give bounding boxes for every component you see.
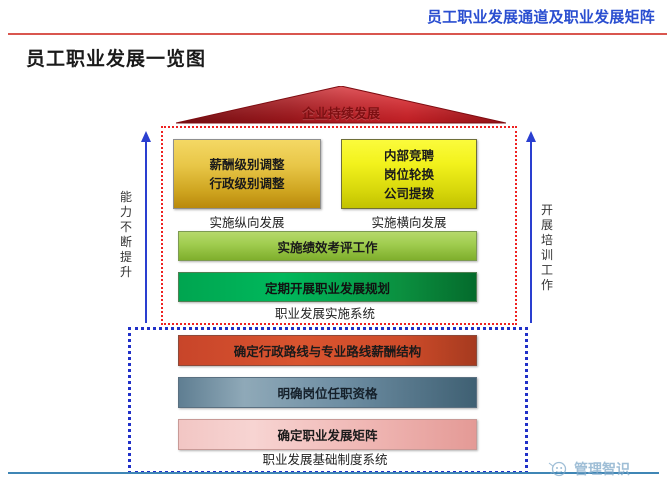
header-divider — [8, 33, 667, 35]
career-matrix-bar: 确定职业发展矩阵 — [178, 419, 477, 450]
implementation-system-label: 职业发展实施系统 — [274, 306, 375, 321]
implementation-system-container — [161, 126, 517, 325]
horizontal-development-line-1: 内部竞聘 — [383, 147, 434, 163]
right-axis-label: 开 展 培 训 工 作 — [539, 203, 555, 293]
right-axis-char-4: 工 — [540, 263, 553, 277]
left-axis-char-2: 不 — [119, 220, 132, 234]
watermark: 管理智识 — [548, 456, 660, 482]
foundation-system-label: 职业发展基础制度系统 — [262, 452, 388, 467]
roof-label: 企业持续发展 — [301, 107, 380, 122]
right-axis-char-5: 作 — [540, 278, 553, 292]
left-axis-label: 能 力 不 断 提 升 — [118, 190, 134, 280]
training-arrow-icon — [524, 131, 538, 323]
left-axis-char-0: 能 — [119, 190, 132, 204]
vertical-development-line-2: 行政级别调整 — [209, 176, 285, 191]
horizontal-development-line-2: 岗位轮换 — [383, 166, 434, 182]
right-axis-char-0: 开 — [540, 203, 553, 217]
left-axis-char-3: 断 — [119, 235, 132, 249]
page-title: 员工职业发展一览图 — [26, 48, 207, 70]
horizontal-development-box: 内部竞聘 岗位轮换 公司提拨 — [341, 139, 477, 209]
footer-divider — [8, 472, 659, 474]
left-axis-char-5: 升 — [119, 265, 132, 279]
job-qualification-bar: 明确岗位任职资格 — [178, 377, 477, 408]
vertical-development-box: 薪酬级别调整 行政级别调整 — [173, 139, 321, 209]
watermark-text: 管理智识 — [574, 462, 630, 478]
left-axis-char-1: 力 — [119, 205, 132, 219]
salary-structure-bar: 确定行政路线与专业路线薪酬结构 — [178, 335, 477, 366]
vertical-development-caption: 实施纵向发展 — [209, 215, 285, 230]
right-axis-char-3: 训 — [540, 248, 553, 262]
roof-shape: 企业持续发展 — [176, 86, 506, 125]
career-planning-bar: 定期开展职业发展规划 — [178, 272, 477, 302]
horizontal-development-line-3: 公司提拨 — [383, 185, 434, 201]
header-title: 员工职业发展通道及职业发展矩阵 — [426, 8, 655, 26]
capability-growth-arrow-icon — [139, 131, 153, 323]
vertical-development-line-1: 薪酬级别调整 — [209, 157, 285, 172]
right-axis-char-2: 培 — [540, 233, 553, 247]
smiley-bubble-icon — [548, 459, 572, 479]
right-axis-char-1: 展 — [540, 218, 553, 232]
horizontal-development-caption: 实施横向发展 — [371, 215, 447, 230]
left-axis-char-4: 提 — [119, 250, 132, 264]
performance-appraisal-bar: 实施绩效考评工作 — [178, 231, 477, 261]
